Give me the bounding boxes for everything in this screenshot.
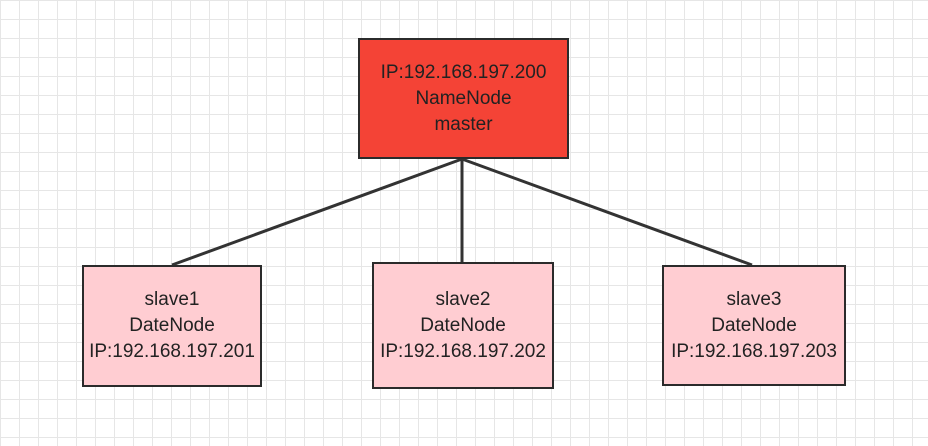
edge-master-slave3 bbox=[461, 157, 753, 267]
master-role: NameNode bbox=[415, 87, 512, 109]
slave2-ip: IP:192.168.197.202 bbox=[380, 340, 546, 362]
slave1-ip: IP:192.168.197.201 bbox=[89, 341, 255, 362]
slave3-name: slave3 bbox=[726, 288, 782, 310]
slave2-node[interactable]: slave2 DateNode IP:192.168.197.202 bbox=[372, 262, 554, 389]
slave3-node[interactable]: slave3 DateNode IP:192.168.197.203 bbox=[662, 265, 846, 386]
slave1-role: DateNode bbox=[129, 315, 215, 336]
slave1-node[interactable]: slave1 DateNode IP:192.168.197.201 bbox=[82, 265, 262, 387]
master-name: master bbox=[434, 113, 493, 135]
edge-master-slave1 bbox=[171, 157, 463, 267]
slave1-name: slave1 bbox=[144, 289, 200, 310]
slave3-ip: IP:192.168.197.203 bbox=[671, 340, 837, 362]
master-node[interactable]: IP:192.168.197.200 NameNode master bbox=[358, 38, 569, 159]
master-ip: IP:192.168.197.200 bbox=[380, 61, 547, 83]
slave2-role: DateNode bbox=[420, 314, 506, 336]
slave2-name: slave2 bbox=[435, 288, 491, 310]
slave3-role: DateNode bbox=[711, 314, 797, 336]
